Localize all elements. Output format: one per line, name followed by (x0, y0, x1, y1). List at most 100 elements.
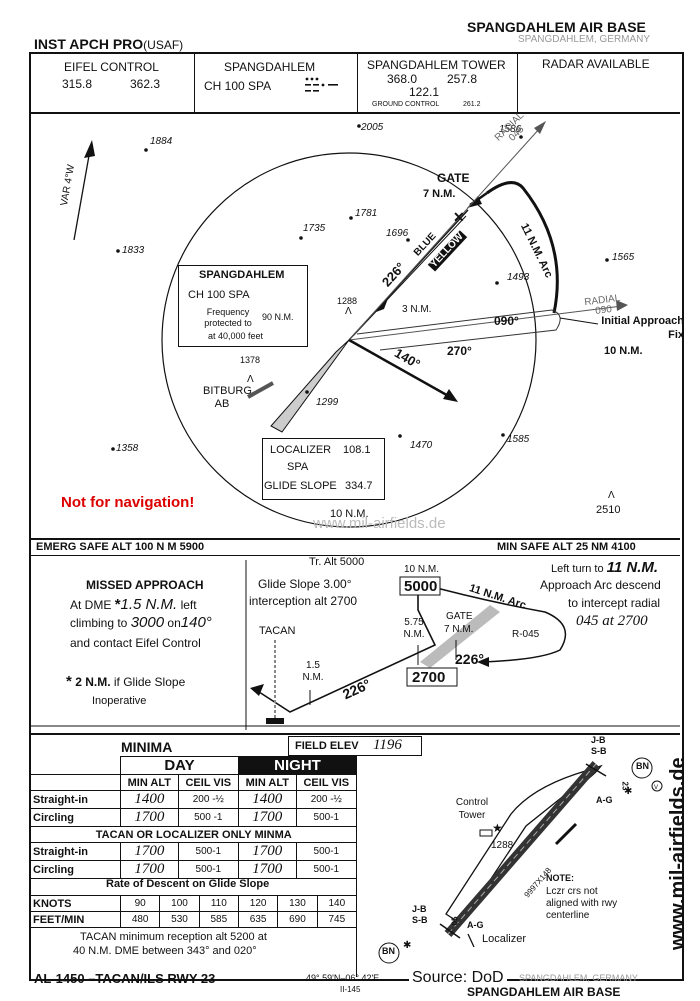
ma-line2d: 140° (180, 614, 212, 631)
gs-text1: Glide Slope 3.00° (258, 577, 352, 591)
tower-freq3: 122.1 (409, 85, 440, 99)
coords: 49° 59'N–06° 42'E (306, 973, 380, 983)
gs-freq: 334.7 (345, 480, 373, 492)
jb-bot: J-B (412, 904, 427, 914)
sb-bot: S-B (412, 915, 428, 925)
knots-cell: 110 (198, 895, 239, 912)
chart-frame (29, 52, 684, 981)
left-turn-d: to intercept radial (568, 596, 661, 610)
ma-note: * 2 N.M. if Glide Slope (66, 673, 186, 690)
airport-elev: 1288 (491, 840, 514, 851)
cell: 500-1 (177, 842, 239, 861)
table-row: Circling 1700 500-1 1700 500-1 (31, 860, 358, 879)
note-body: Lczr crs not aligned with rwy centerline (546, 886, 618, 921)
tl-title: TACAN OR LOCALIZER ONLY MINMA (31, 826, 357, 843)
col-ceil-vis-day: CEIL VIS (177, 774, 239, 791)
cell: 1700 (237, 808, 297, 827)
cell: 1700 (120, 842, 179, 861)
fpm-cell: 585 (198, 911, 239, 928)
side-watermark: www.mil-airfields.de (667, 757, 689, 950)
tacan-note1: TACAN minimum reception alt 5200 at (80, 931, 267, 943)
row-label: Straight-in (31, 790, 121, 809)
elev-1378: 1378 (240, 355, 261, 365)
footer-location: SPANGDAHLEM, GERMANY (519, 973, 638, 983)
dist-5-75: 5.75 N.M. (403, 617, 425, 640)
localizer-diag: Localizer (482, 933, 527, 945)
svg-text:✱: ✱ (403, 940, 411, 951)
crs-270: 270° (447, 344, 472, 358)
loc-freq: 108.1 (343, 444, 371, 456)
ag-bot: A-G (467, 920, 484, 930)
field-elev-box (288, 736, 422, 756)
left-turn: Left turn to 11 N.M. (551, 560, 658, 575)
knots-cell: 90 (119, 895, 161, 912)
table-row: Straight-in 1700 500-1 1700 500-1 (31, 842, 358, 861)
rwy-23: 23 (620, 781, 630, 791)
radar: RADAR AVAILABLE (542, 57, 650, 71)
gate-dist-profile: 7 N.M. (444, 624, 474, 635)
left-turn-e: 045 at 2700 (576, 613, 648, 629)
dist-10: 10 N.M. (404, 564, 440, 575)
cell: 500-1 (177, 860, 239, 879)
crs-090: 090° (494, 314, 519, 328)
ma-line1b: 1.5 N.M. (120, 596, 178, 613)
rod-table: KNOTS 90 100 110 120 130 140 FEET/MIN 48… (31, 895, 358, 928)
ag-top: A-G (596, 795, 613, 805)
gate-dist: 7 N.M. (423, 188, 456, 200)
gs-label: GLIDE SLOPE (264, 480, 337, 492)
blank-cell (31, 757, 121, 775)
cell: 500-1 (295, 860, 358, 879)
elev-1586: 1586 (499, 124, 522, 135)
watermark: www.mil-airfields.de (313, 515, 446, 532)
eifel-freq2: 362.3 (130, 77, 161, 91)
eifel-label: EIFEL CONTROL (64, 60, 159, 74)
gs-text2: interception alt 2700 (249, 594, 358, 608)
elev-1493: 1493 (507, 272, 530, 283)
cell: 1700 (237, 842, 297, 861)
gate-label: GATE (437, 171, 470, 185)
tacan-info-box (178, 265, 308, 347)
dist-1-5: 1.5 N.M. (302, 660, 324, 683)
footer-base: SPANGDAHLEM AIR BASE (467, 985, 621, 999)
iaf-label: Initial Approach Fix (601, 315, 684, 341)
jb-top: J-B (591, 735, 606, 745)
proc-title: INST APCH PRO(USAF) (34, 37, 183, 51)
loc-ident: SPA (287, 461, 309, 473)
tacan-box-alt: at 40,000 feet (208, 331, 264, 341)
svg-text:★: ★ (492, 821, 503, 835)
elev-1288: 1288 (337, 296, 358, 306)
ma-note-c: Inoperative (92, 695, 147, 707)
knots-cell: 120 (237, 895, 279, 912)
bn-top: BN (636, 761, 649, 771)
tacan-box-title: SPANGDAHLEM (199, 269, 285, 281)
bitburg-label: BITBURG AB (203, 385, 252, 411)
elev-1585: 1585 (507, 434, 530, 445)
elev-1735: 1735 (303, 223, 326, 234)
svg-text:✱: ✱ (624, 786, 632, 797)
tacan-note2: 40 N.M. DME between 343° and 020° (73, 945, 257, 957)
ma-line2: climbing to 3000 on140° (70, 615, 212, 630)
profile-divider-top (31, 538, 680, 540)
proc-title-text: INST APCH PRO (34, 36, 144, 52)
cell: 1400 (237, 790, 297, 809)
fpm-cell: 690 (277, 911, 318, 928)
ma-line2c: on (167, 616, 181, 630)
range-ring (161, 152, 537, 528)
cell: 200 -½ (177, 790, 239, 809)
svg-text:✕: ✕ (453, 209, 465, 225)
elev-1358: 1358 (116, 443, 139, 454)
day-header: DAY (120, 756, 239, 775)
elev-1781: 1781 (355, 208, 378, 219)
span-ch: CH 100 SPA (204, 79, 272, 93)
row-label: Circling (31, 808, 121, 827)
gate-profile: GATE (446, 611, 473, 622)
eifel-freq1: 315.8 (62, 77, 93, 91)
left-turn-a: Left turn to (551, 563, 604, 575)
morse-ident-icon (305, 77, 338, 92)
svg-text:Λ: Λ (608, 490, 615, 501)
alt-2700: 2700 (412, 669, 446, 686)
ma-line2a: climbing to (70, 616, 128, 630)
elev-1833: 1833 (122, 245, 145, 256)
emerg-safe: EMERG SAFE ALT 100 N M 5900 (36, 541, 205, 553)
